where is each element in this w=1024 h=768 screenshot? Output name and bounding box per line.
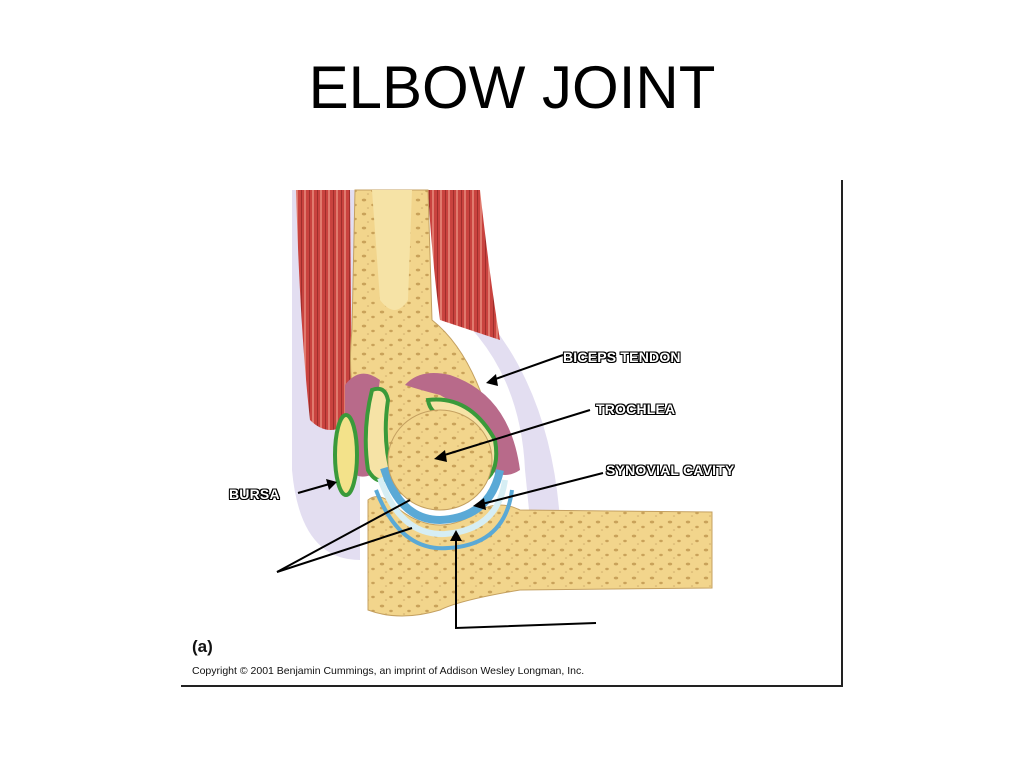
callout-arrows bbox=[276, 354, 604, 630]
cartilage-arrow-upper bbox=[276, 499, 411, 573]
synovial-cavity-arrowhead bbox=[473, 498, 486, 510]
ulna-bracket bbox=[455, 535, 597, 630]
triceps-muscle bbox=[296, 190, 352, 430]
bursa bbox=[333, 413, 359, 497]
panel-letter: (a) bbox=[192, 637, 213, 656]
cartilage-arrow-lower bbox=[276, 527, 413, 573]
label-synovial-cavity: SYNOVIAL CAVITY bbox=[606, 462, 735, 478]
ulna-arrowhead bbox=[450, 530, 462, 541]
articular-cartilage-lower bbox=[374, 489, 514, 551]
label-trochlea: TROCHLEA bbox=[596, 401, 676, 417]
trochlea-arrowhead bbox=[434, 450, 447, 462]
biceps-tendon-arrowhead bbox=[486, 374, 498, 386]
label-biceps-tendon: BICEPS TENDON bbox=[563, 349, 681, 365]
biceps-tendon-arrow bbox=[489, 354, 564, 382]
arrowheads bbox=[326, 374, 498, 541]
biceps-muscle bbox=[428, 190, 500, 340]
bursa-arrowhead bbox=[326, 479, 337, 490]
slide-title: ELBOW JOINT bbox=[308, 54, 716, 121]
trochlea-arrow bbox=[437, 409, 591, 458]
fascia-layer-right bbox=[440, 300, 560, 520]
synovial-cavity-arrow bbox=[477, 472, 604, 506]
label-bursa: BURSA bbox=[229, 486, 280, 502]
bursa-arrow bbox=[297, 482, 334, 494]
ulna bbox=[367, 496, 713, 617]
synovial-cavity bbox=[380, 466, 504, 525]
copyright-notice: Copyright © 2001 Benjamin Cummings, an i… bbox=[192, 665, 585, 677]
marrow-cavity bbox=[372, 190, 412, 310]
